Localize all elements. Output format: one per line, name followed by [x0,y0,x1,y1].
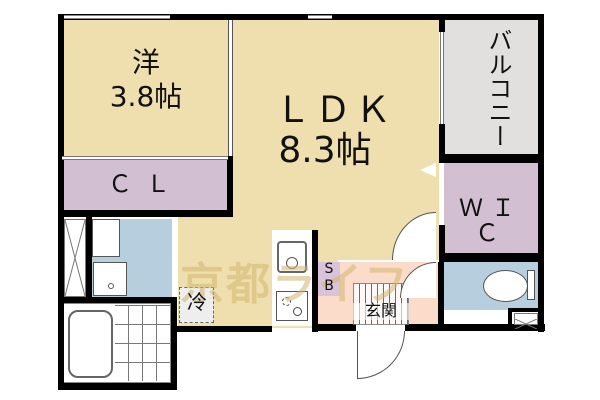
wall-toilet-box [508,308,544,312]
wall-wash-left [86,217,92,301]
wall-bath-right [171,297,177,390]
western-room [62,20,230,158]
shoe-box-label-s: S [324,261,334,277]
balcony-name: バルコニー [484,28,512,148]
wall-wash-bottom [58,297,176,303]
wall-left [58,14,64,390]
toilet-bowl [483,270,528,302]
shoe-box-label-b: B [324,278,334,294]
wic-name: ＷＩＣ [459,194,523,248]
walk-in-closet [444,163,538,253]
fridge-label: 冷 [187,290,207,314]
wall-right [538,14,544,332]
drain-icon [108,283,114,289]
closet [62,160,230,210]
stove[interactable] [276,291,308,321]
bathtub [68,310,113,378]
wall-hall-right [438,262,444,328]
wall-closet-ldk [227,156,233,210]
closet-name: ＣＬ [108,170,184,198]
wash-basin [92,219,120,257]
wall-toilet-box-l [508,308,512,326]
burner-icon [293,307,302,316]
kitchen-sink[interactable] [277,241,307,273]
shower-floor [115,305,170,381]
wall-closet-left [58,217,64,303]
shoe-box [318,262,340,296]
ldk-size: 8.3帖 [278,130,372,171]
wall-balcony-left-low [439,124,445,160]
window-top-ldk [308,15,332,19]
wall-western-ldk [228,20,233,156]
western-room-size: 3.8帖 [109,80,183,113]
entrance-name: 玄関 [353,302,409,320]
fridge-space [179,287,214,323]
door-entrance[interactable] [357,331,405,379]
sink-drain-icon [286,257,298,269]
burner-icon [282,297,291,306]
western-room-name: 洋 [131,46,160,79]
storage-x-box [64,219,86,297]
cross-icon [64,219,86,297]
wall-hall-bottom-r [405,324,545,331]
sliding-door-cl[interactable] [62,156,228,160]
ldk-name: ＬＤＫ [274,90,395,131]
wall-top [58,14,544,20]
wall-ldk-bottom [176,326,272,332]
balcony [444,20,538,154]
balcony-window[interactable] [440,32,444,124]
wall-balcony-bottom [439,154,544,163]
wall-closet-bottom [58,210,233,217]
toilet-tank [527,270,535,300]
wall-wic-bottom [439,253,544,262]
toilet-x-box [514,313,538,330]
wall-kitchen-right [312,230,318,332]
wall-bottom-bath [58,383,176,390]
window-top-left [64,15,170,19]
cross-icon [514,318,538,330]
washing-machine [93,262,127,296]
watermark: 京都ライフ [180,259,410,310]
wall-wic-left [439,225,445,255]
wall-balcony-left [439,20,445,32]
wall-hall-bottom [312,324,356,331]
door-marker-triangle [420,163,436,177]
